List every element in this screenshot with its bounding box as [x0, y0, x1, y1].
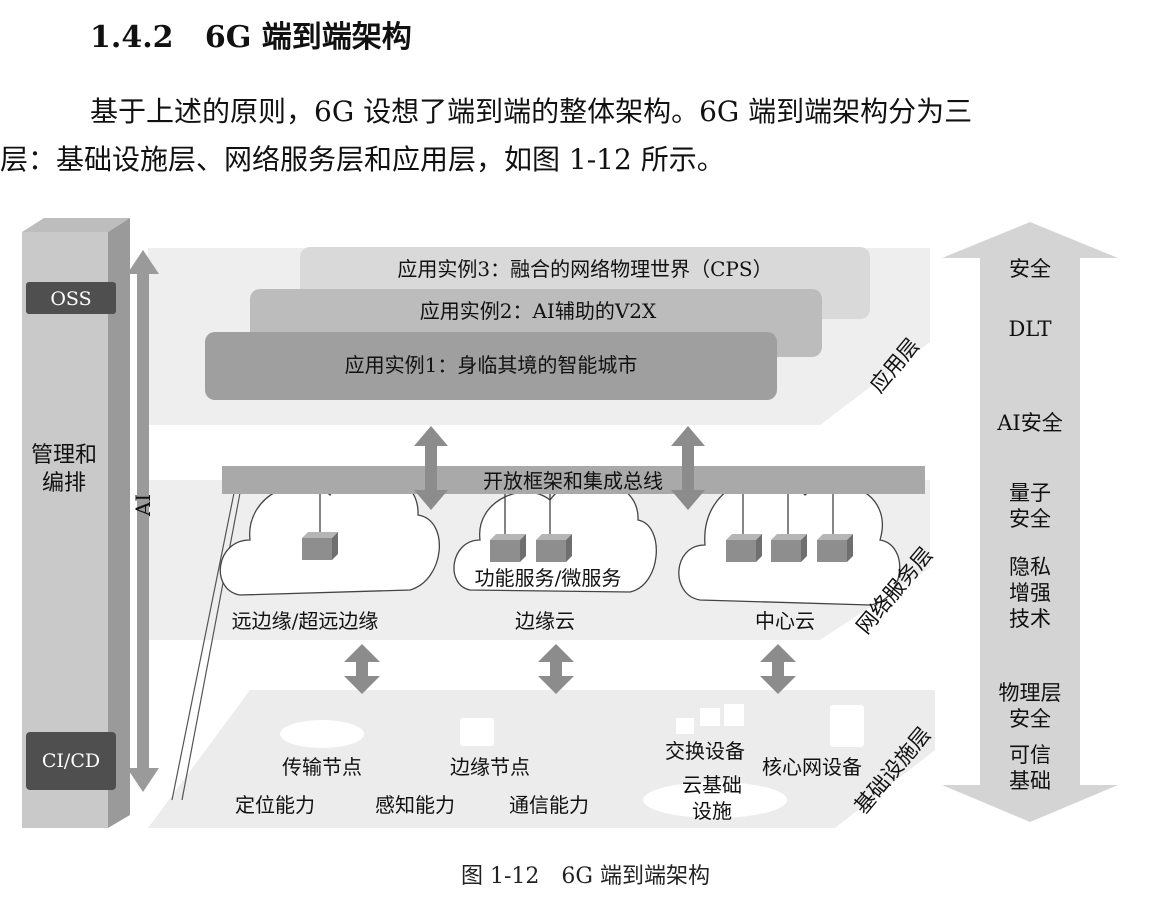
body-paragraph: 基于上述的原则，6G 设想了端到端的整体架构。6G 端到端架构分为三层：基础设施…: [0, 88, 1150, 184]
privacy-label-line-3: 技术: [1009, 607, 1051, 631]
communication-label: 通信能力: [509, 793, 589, 817]
section-heading: 1.4.2 6G 端到端架构: [90, 12, 412, 56]
trusted-label-line-2: 基础: [1009, 769, 1051, 793]
integration-bus-label: 开放框架和集成总线: [483, 469, 663, 493]
paragraph-line-1: 基于上述的原则，6G 设想了端到端的整体架构。6G 端到端架构分为三: [90, 95, 973, 128]
double-arrow-service-infra-2: [538, 644, 574, 694]
func-service-label: 功能服务/微服务: [475, 566, 622, 590]
paragraph-line-2: 层：基础设施层、网络服务层和应用层，如图 1-12 所示。: [0, 143, 725, 176]
core-device-label: 核心网设备: [762, 755, 862, 779]
connector-line: [171, 492, 235, 801]
service-connectors: [319, 494, 834, 537]
privacy-label-line-1: 隐私: [1009, 555, 1051, 579]
service-cube: [817, 534, 853, 562]
integration-bus: [222, 466, 925, 494]
ai-security-label: AI安全: [996, 411, 1062, 435]
double-arrow-app-service-1: [414, 426, 448, 510]
edge-node-shape: [460, 718, 494, 746]
figure-caption: 图 1-12 6G 端到端架构: [461, 864, 710, 889]
phy-security-label-line-2: 安全: [1009, 707, 1051, 731]
architecture-figure: OSS 管理和 编排 CI/CD AI 应用实例3：融合的网络物理世界（CPS）…: [22, 218, 1118, 828]
cicd-box: [26, 732, 116, 790]
security-label: 安全: [1009, 257, 1051, 281]
connector-line: [181, 492, 241, 801]
oss-label: OSS: [50, 288, 91, 310]
central-cloud-label: 中心云: [755, 609, 815, 633]
cloud-infra-shape: [643, 782, 787, 818]
app-instance-1-box: [205, 332, 777, 400]
app-instance-1-label: 应用实例1：身临其境的智能城市: [345, 353, 638, 377]
section-number: 1.4.2: [90, 20, 174, 55]
management-bar: OSS 管理和 编排 CI/CD: [22, 218, 130, 828]
double-arrow-app-service-2: [671, 426, 705, 510]
service-cube: [536, 534, 572, 562]
transport-node-shape: [280, 720, 364, 748]
privacy-label-line-2: 增强: [1009, 581, 1051, 605]
ai-arrow: AI: [127, 250, 159, 792]
sensing-label: 感知能力: [375, 793, 455, 817]
dlt-label: DLT: [1008, 317, 1051, 341]
oss-box: [26, 282, 116, 314]
positioning-label: 定位能力: [235, 793, 315, 817]
service-cube: [726, 534, 762, 562]
double-arrow-service-infra-1: [344, 644, 380, 694]
management-label-line-2: 编排: [42, 471, 86, 496]
switch-device-shape: [676, 704, 744, 734]
service-cube: [771, 534, 807, 562]
app-instance-3-label: 应用实例3：融合的网络物理世界（CPS）: [397, 257, 772, 281]
edge-node-label: 边缘节点: [450, 755, 530, 779]
core-device-shape: [830, 705, 864, 747]
ai-label: AI: [131, 494, 155, 517]
double-arrow-service-infra-3: [760, 644, 796, 694]
cloud-infra-label-line-2: 设施: [692, 799, 732, 823]
switch-device-label: 交换设备: [665, 739, 745, 763]
section-title: 6G 端到端架构: [204, 20, 412, 55]
management-label-line-1: 管理和: [31, 443, 97, 468]
phy-security-label-line-1: 物理层: [999, 681, 1062, 705]
service-cube: [490, 534, 526, 562]
service-cube: [302, 532, 338, 560]
cicd-label: CI/CD: [42, 750, 100, 772]
edge-cloud-label: 边缘云: [515, 609, 575, 633]
transport-node-label: 传输节点: [282, 755, 362, 779]
service-cubes: [302, 532, 853, 562]
app-instance-2-label: 应用实例2：AI辅助的V2X: [420, 299, 657, 323]
trusted-label-line-1: 可信: [1009, 743, 1051, 767]
far-edge-label: 远边缘/超远边缘: [232, 609, 379, 633]
quantum-security-label-line-2: 安全: [1009, 507, 1051, 531]
cloud-infra-label-line-1: 云基础: [682, 773, 742, 797]
quantum-security-label-line-1: 量子: [1009, 481, 1051, 505]
security-arrow: [942, 222, 1118, 822]
